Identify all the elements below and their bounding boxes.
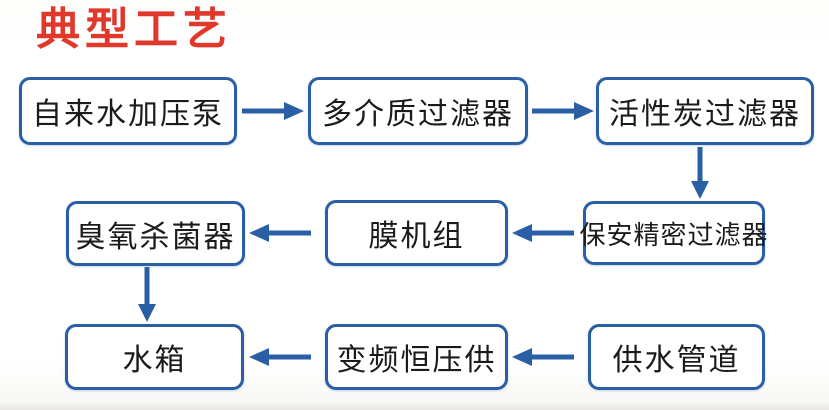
- flow-node-label: 臭氧杀菌器: [75, 220, 236, 254]
- flow-node-label: 供水管道: [612, 344, 741, 377]
- flow-node-label: 水箱: [122, 344, 187, 377]
- flow-node-label: 自来水加压泵: [32, 98, 224, 131]
- arrow-left-icon: [249, 346, 311, 368]
- flow-node-vfd-constant-pressure-supply: 变频恒压供: [325, 324, 508, 390]
- bottom-edge-shading: [0, 401, 829, 410]
- flow-node-ozone-sterilizer: 臭氧杀菌器: [66, 201, 245, 266]
- arrow-left-icon: [512, 346, 574, 368]
- arrow-right-icon: [242, 100, 304, 122]
- flow-node-label: 膜机组: [368, 220, 465, 253]
- flow-node-multi-media-filter: 多介质过滤器: [308, 77, 528, 145]
- arrow-right-icon: [532, 100, 594, 122]
- arrow-left-icon: [512, 222, 574, 244]
- arrow-down-icon: [689, 147, 711, 199]
- page-title: 典型工艺: [36, 5, 232, 54]
- flow-node-water-supply-pipeline: 供水管道: [588, 324, 765, 390]
- flow-node-label: 保安精密过滤器: [579, 219, 769, 250]
- flow-node-tap-water-booster-pump: 自来水加压泵: [19, 77, 237, 145]
- flow-node-water-tank: 水箱: [65, 324, 244, 390]
- flow-node-security-precision-filter: 保安精密过滤器: [580, 201, 768, 265]
- flow-node-activated-carbon-filter: 活性炭过滤器: [596, 77, 814, 145]
- arrow-left-icon: [249, 222, 311, 244]
- flow-node-label: 多介质过滤器: [322, 98, 514, 131]
- flow-node-label: 活性炭过滤器: [609, 98, 801, 131]
- flow-node-membrane-unit: 膜机组: [325, 200, 508, 266]
- flow-node-label: 变频恒压供: [336, 344, 497, 377]
- arrow-down-icon: [136, 267, 158, 322]
